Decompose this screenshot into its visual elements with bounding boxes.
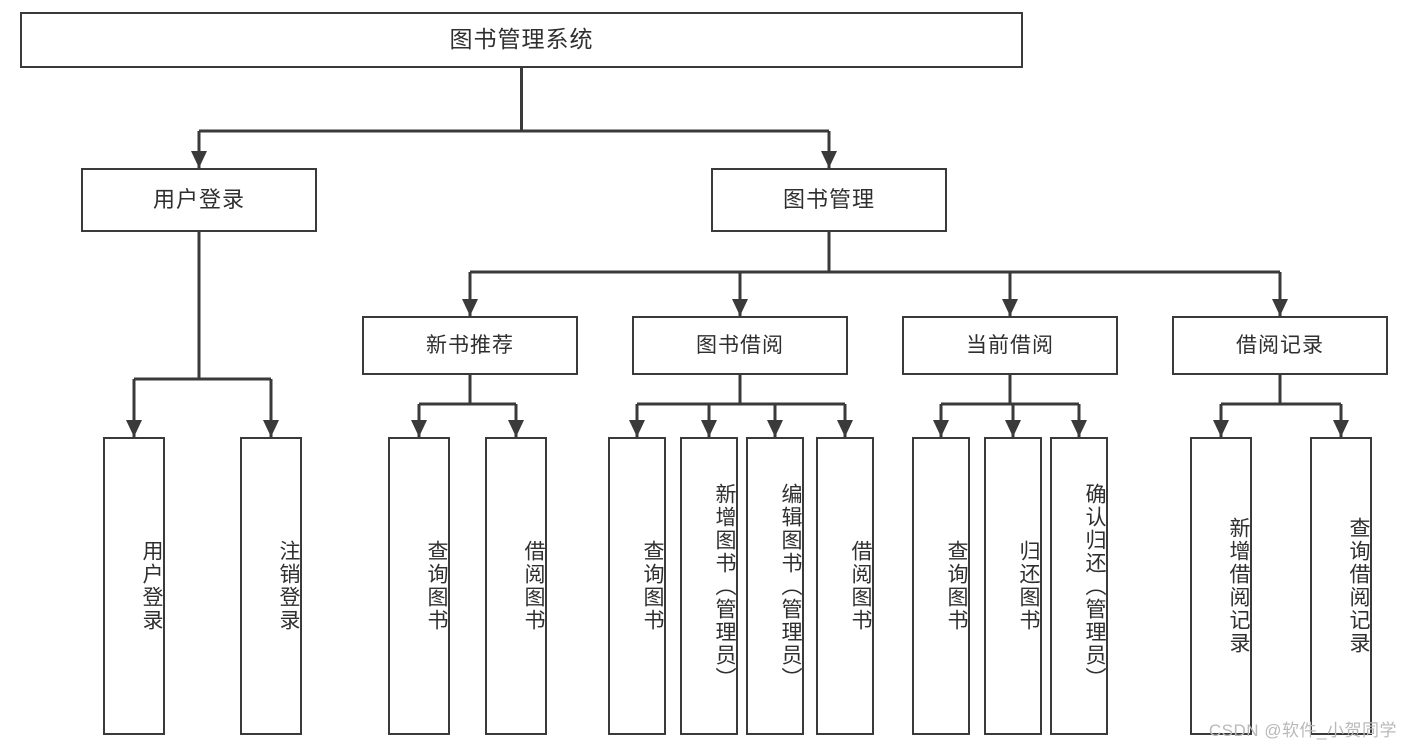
node-l3-book-borrow[interactable]: 图书借阅	[632, 316, 848, 375]
node-label: 查询图书	[641, 540, 664, 632]
connector-arrowhead	[732, 299, 748, 316]
connector-arrowhead	[1333, 420, 1349, 437]
node-l3-current-borrow[interactable]: 当前借阅	[902, 316, 1118, 375]
node-leaf-br-add-record[interactable]: 新增借阅记录	[1190, 437, 1252, 735]
connector-arrowhead	[821, 151, 837, 168]
node-leaf-bb-add-book[interactable]: 新增图书（管理员）	[680, 437, 738, 735]
connector-arrowhead	[1213, 420, 1229, 437]
watermark-text: CSDN @软件_小贺同学	[1208, 721, 1397, 740]
node-leaf-nb-query-book[interactable]: 查询图书	[388, 437, 450, 735]
node-leaf-bb-query-book[interactable]: 查询图书	[608, 437, 666, 735]
node-l3-new-book-rec[interactable]: 新书推荐	[362, 316, 578, 375]
node-leaf-logout-login[interactable]: 注销登录	[240, 437, 302, 735]
node-l3-borrow-record[interactable]: 借阅记录	[1172, 316, 1388, 375]
node-leaf-bb-edit-book[interactable]: 编辑图书（管理员）	[746, 437, 804, 735]
node-label: 借阅图书	[849, 540, 872, 632]
connector-arrowhead	[263, 420, 279, 437]
node-label: 确认归还（管理员）	[1083, 482, 1106, 690]
node-label: 归还图书	[1017, 540, 1040, 632]
connector-arrowhead	[1272, 299, 1288, 316]
node-label: 查询借阅记录	[1347, 517, 1370, 655]
node-leaf-cb-confirm-ret[interactable]: 确认归还（管理员）	[1050, 437, 1108, 735]
node-label: 图书借阅	[696, 333, 784, 357]
connector-arrowhead	[126, 420, 142, 437]
node-leaf-cb-query-book[interactable]: 查询图书	[912, 437, 970, 735]
node-label: 图书管理系统	[449, 26, 594, 53]
node-label: 查询图书	[945, 540, 968, 632]
connector-arrowhead	[1005, 420, 1021, 437]
node-label: 图书管理	[782, 186, 875, 212]
connector-arrowhead	[933, 420, 949, 437]
connector-arrowhead	[629, 420, 645, 437]
node-label: 用户登录	[140, 540, 163, 632]
node-label: 新增借阅记录	[1227, 517, 1250, 655]
connector-arrowhead	[508, 420, 524, 437]
connector-arrowhead	[767, 420, 783, 437]
node-leaf-user-login[interactable]: 用户登录	[103, 437, 165, 735]
node-root[interactable]: 图书管理系统	[20, 12, 1023, 68]
node-label: 注销登录	[277, 540, 300, 632]
node-leaf-nb-borrow-book[interactable]: 借阅图书	[485, 437, 547, 735]
node-leaf-cb-return-book[interactable]: 归还图书	[984, 437, 1042, 735]
connector-arrowhead	[1002, 299, 1018, 316]
node-label: 新增图书（管理员）	[713, 482, 736, 690]
node-label: 新书推荐	[426, 333, 514, 357]
node-l2-book-manage[interactable]: 图书管理	[711, 168, 947, 232]
node-l2-user-login[interactable]: 用户登录	[81, 168, 317, 232]
node-label: 用户登录	[152, 186, 245, 212]
node-label: 当前借阅	[966, 333, 1054, 357]
connector-arrowhead	[1071, 420, 1087, 437]
node-label: 查询图书	[425, 540, 448, 632]
node-leaf-bb-borrow-book[interactable]: 借阅图书	[816, 437, 874, 735]
node-label: 编辑图书（管理员）	[779, 482, 802, 690]
connector-arrowhead	[701, 420, 717, 437]
connector-arrowhead	[837, 420, 853, 437]
node-leaf-br-query-record[interactable]: 查询借阅记录	[1310, 437, 1372, 735]
connector-arrowhead	[462, 299, 478, 316]
node-label: 借阅记录	[1236, 333, 1324, 357]
connector-arrowhead	[191, 151, 207, 168]
connector-arrowhead	[411, 420, 427, 437]
node-label: 借阅图书	[522, 540, 545, 632]
